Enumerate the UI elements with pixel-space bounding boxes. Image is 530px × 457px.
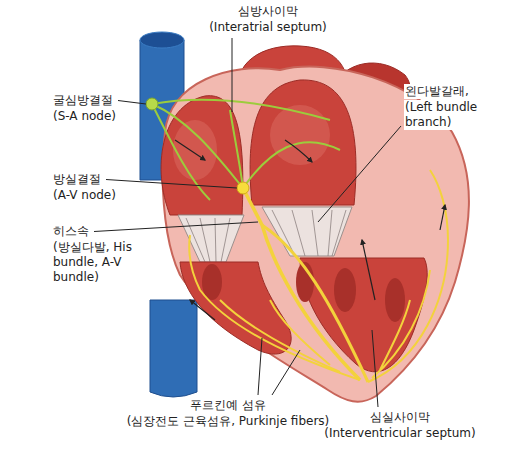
callout-label: 심방사이막 xyxy=(237,4,299,19)
inferior-vena-cava xyxy=(150,300,197,397)
callout-label: (A-V node) xyxy=(52,188,117,203)
callout-label: 방실결절 xyxy=(52,172,102,187)
flow-arrow xyxy=(175,140,205,160)
leader-line xyxy=(94,222,258,232)
left-bundle-branch xyxy=(262,225,368,382)
callout-label: (Interventricular septum) xyxy=(323,426,476,441)
callout-label: (방실다발, His bundle, A-V bundle) xyxy=(52,240,136,285)
callout-label: 푸르킨예 섬유 xyxy=(189,398,267,413)
vena-cava-opening xyxy=(140,32,184,48)
his-bundle xyxy=(243,188,360,380)
callout-label: 히스속 xyxy=(52,224,90,239)
callout-label: 왼다발갈래, xyxy=(404,84,470,99)
purkinje-fibers xyxy=(189,170,448,382)
av-node xyxy=(237,182,249,194)
internodal-pathway xyxy=(152,100,340,200)
leader-line xyxy=(272,350,300,395)
leader-line xyxy=(372,330,378,407)
flow-arrow xyxy=(440,205,445,230)
leader-line xyxy=(106,180,237,189)
leader-line xyxy=(258,338,262,395)
papillary-muscle xyxy=(202,264,222,300)
callout-label: (Interatrial septum) xyxy=(208,20,328,35)
callout-label: (심장전도 근육섬유, Purkinje fibers) xyxy=(126,414,331,429)
sa-node xyxy=(146,98,158,110)
papillary-muscle xyxy=(334,268,356,312)
leader-line xyxy=(118,101,146,105)
papillary-muscle xyxy=(385,278,405,322)
flow-arrow xyxy=(285,140,312,162)
tricuspid-valve xyxy=(178,215,244,262)
leader-line xyxy=(318,126,401,222)
callout-label: (S-A node) xyxy=(52,109,117,124)
flow-arrow xyxy=(362,240,375,300)
callout-label: 굴심방결절 xyxy=(52,93,114,108)
chordae-tendineae xyxy=(272,210,346,256)
mitral-valve xyxy=(262,207,352,256)
flow-arrow xyxy=(190,300,215,320)
callout-label: 심실사이막 xyxy=(369,410,431,425)
callout-label: (Left bundle branch) xyxy=(404,100,492,130)
atrium-highlight xyxy=(270,105,330,165)
leader-line xyxy=(232,38,233,112)
